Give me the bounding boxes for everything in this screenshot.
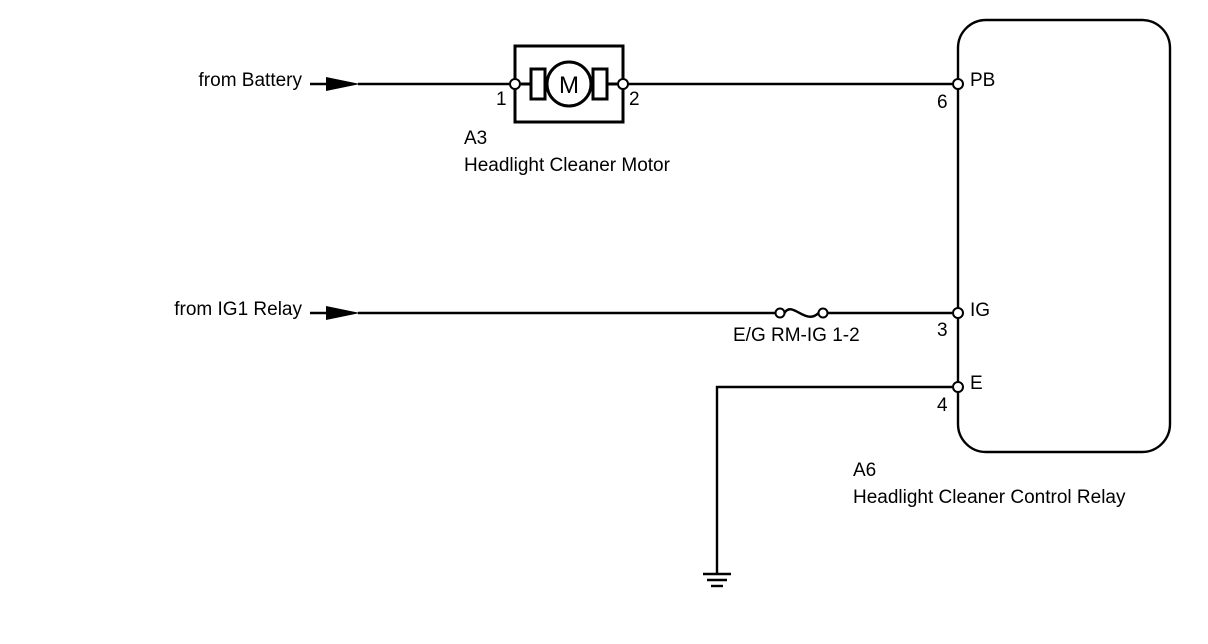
headlight-cleaner-control-relay: PB 6 IG 3 E 4 A6 Headlight Cleaner Contr… — [853, 18, 1172, 508]
ig1-relay-input-label: from IG1 Relay — [174, 299, 302, 320]
relay-terminal-ig-name: IG — [970, 300, 990, 321]
headlight-cleaner-motor: M 1 2 A3 Headlight Cleaner Motor — [464, 44, 671, 176]
relay-connector-label: A6 — [853, 460, 876, 481]
ground-circuit — [703, 385, 952, 588]
ig1-arrow-icon — [326, 306, 360, 320]
relay-terminal-ig — [952, 307, 964, 319]
battery-input-label: from Battery — [199, 70, 303, 91]
motor-brush-right — [591, 67, 609, 101]
fuse-label: E/G RM-IG 1-2 — [733, 325, 860, 346]
relay-terminal-pb-pin: 6 — [937, 92, 948, 113]
relay-body — [956, 18, 1172, 454]
fuse-terminal-right — [817, 307, 829, 319]
motor-terminal-2 — [617, 78, 629, 90]
relay-name-label: Headlight Cleaner Control Relay — [853, 487, 1126, 508]
motor-pin-2-label: 2 — [629, 89, 640, 110]
motor-icon — [545, 60, 593, 108]
fuse-terminal-left — [774, 307, 786, 319]
motor-connector-label: A3 — [464, 128, 487, 149]
ground-symbol-icon — [703, 572, 731, 588]
battery-arrow-icon — [326, 77, 360, 91]
relay-terminal-e-name: E — [970, 373, 983, 394]
motor-terminal-1 — [509, 78, 521, 90]
fuse-eg-rm-ig: E/G RM-IG 1-2 — [733, 307, 860, 346]
motor-symbol: M — [559, 72, 579, 99]
relay-terminal-pb — [952, 78, 964, 90]
relay-terminal-e — [952, 381, 964, 393]
relay-terminal-pb-name: PB — [970, 70, 995, 91]
battery-input: from Battery — [199, 70, 509, 91]
fuse-element-icon — [783, 308, 820, 318]
motor-name-label: Headlight Cleaner Motor — [464, 155, 671, 176]
relay-terminal-e-pin: 4 — [937, 395, 948, 416]
motor-pin-1-label: 1 — [496, 89, 507, 110]
ig1-relay-input: from IG1 Relay — [174, 299, 775, 320]
motor-brush-left — [529, 67, 547, 101]
relay-terminal-ig-pin: 3 — [937, 320, 948, 341]
